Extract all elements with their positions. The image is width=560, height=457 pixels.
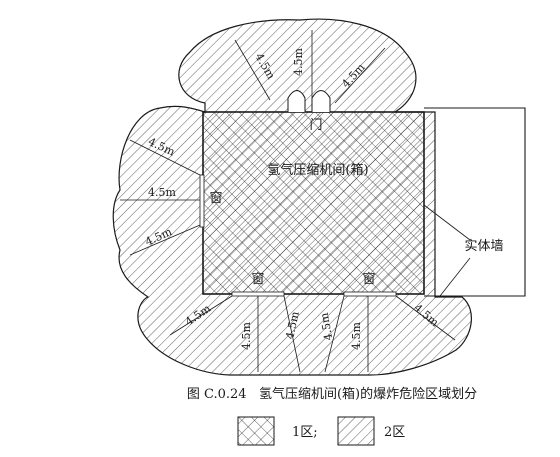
distance-label-bottom-3: 4.5m	[318, 311, 336, 341]
window-bottom-right-symbol	[343, 291, 397, 297]
solid-wall	[424, 107, 526, 297]
room-label: 氢气压缩机间(箱)	[267, 162, 368, 178]
window-bottom-right-label: 窗	[362, 271, 375, 287]
distance-label-bottom-1: 4.5m	[240, 321, 253, 349]
legend-zone1-label: 1区;	[292, 425, 318, 440]
legend-zone2-swatch	[337, 416, 375, 446]
window-bottom-left-symbol	[231, 291, 285, 297]
door-symbol	[287, 90, 331, 112]
legend-zone2-label: 2区	[384, 425, 405, 440]
window-bottom-left-label: 窗	[251, 271, 264, 287]
wall-label: 实体墙	[464, 239, 503, 254]
door-label: 门	[309, 118, 322, 133]
legend: 1区; 2区	[237, 416, 405, 446]
window-left-symbol	[199, 174, 205, 228]
zone1-room	[202, 111, 425, 295]
figure-caption: 图 C.0.24 氢气压缩机间(箱)的爆炸危险区域划分	[187, 386, 477, 402]
window-left-label: 窗	[209, 190, 222, 206]
distance-label-top: 4.5m	[292, 47, 305, 75]
distance-label-bottom-2: 4.5m	[283, 310, 302, 341]
legend-zone1-swatch	[237, 416, 275, 446]
dimension-lines	[120, 30, 471, 373]
distance-label-bottom-4: 4.5m	[350, 321, 363, 349]
distance-label-left-middle: 4.5m	[148, 186, 176, 199]
